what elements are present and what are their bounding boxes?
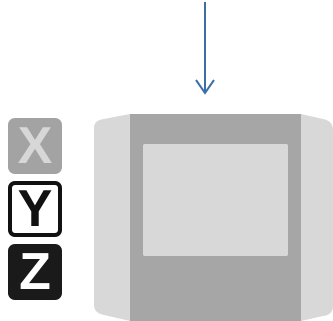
- device-right-panel: [301, 114, 333, 321]
- y-axis-label: Y: [17, 180, 53, 238]
- down-arrow-icon: [195, 2, 215, 95]
- y-axis-box: Y: [8, 181, 62, 237]
- x-axis-label: X: [17, 117, 53, 175]
- axis-legend: X Y Z: [8, 118, 70, 307]
- device-screen: [143, 144, 288, 256]
- z-axis-label: Z: [19, 243, 51, 301]
- device-left-panel: [94, 114, 130, 321]
- x-axis-box: X: [8, 118, 62, 174]
- z-axis-box: Z: [8, 244, 62, 300]
- device-body-icon: [94, 114, 333, 321]
